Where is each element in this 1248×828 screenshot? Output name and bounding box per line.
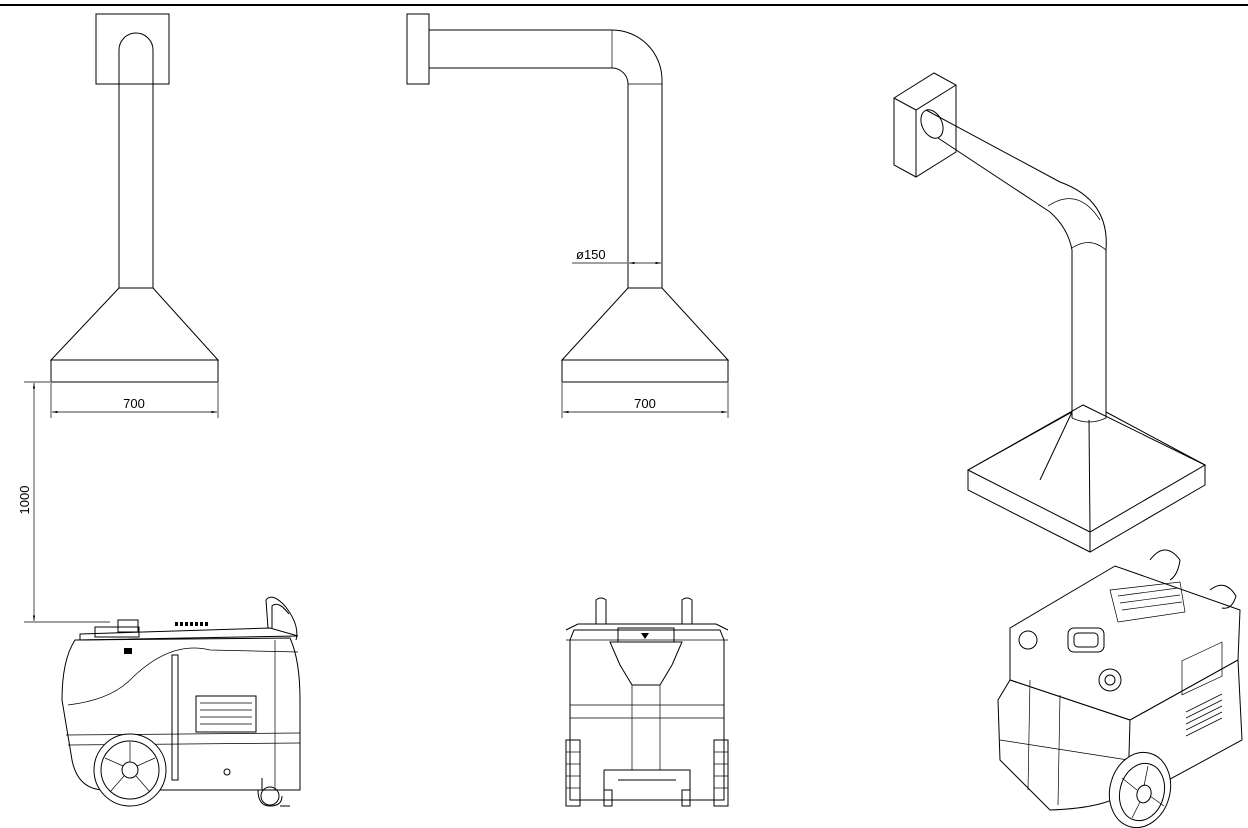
dimension-label-height: 1000 [17,486,32,515]
dimension-label-width-side: 700 [634,396,656,411]
dimension-width-side: 700 [561,383,729,418]
machine-side-view [61,596,301,807]
hood-rim-side [561,359,729,383]
wall-plate [95,13,170,85]
side-view-hood [406,13,730,383]
front-view-hood [49,13,220,383]
dimension-width-front: 700 [50,383,219,418]
hood-cone [49,287,220,361]
dimension-label-diameter: ø150 [576,247,606,262]
dimension-height: 1000 [17,381,110,623]
wall-plate-side [406,13,430,85]
machine-isometric-view [997,549,1243,828]
hood-rim [50,359,219,383]
duct-outer [429,29,663,288]
machine-front-view [565,597,729,807]
hood-cone-side [560,287,730,361]
duct-pipe [118,32,154,288]
dimension-diameter: ø150 [572,247,661,265]
dimension-label-width-front: 700 [123,396,145,411]
isometric-hood [893,72,1207,553]
